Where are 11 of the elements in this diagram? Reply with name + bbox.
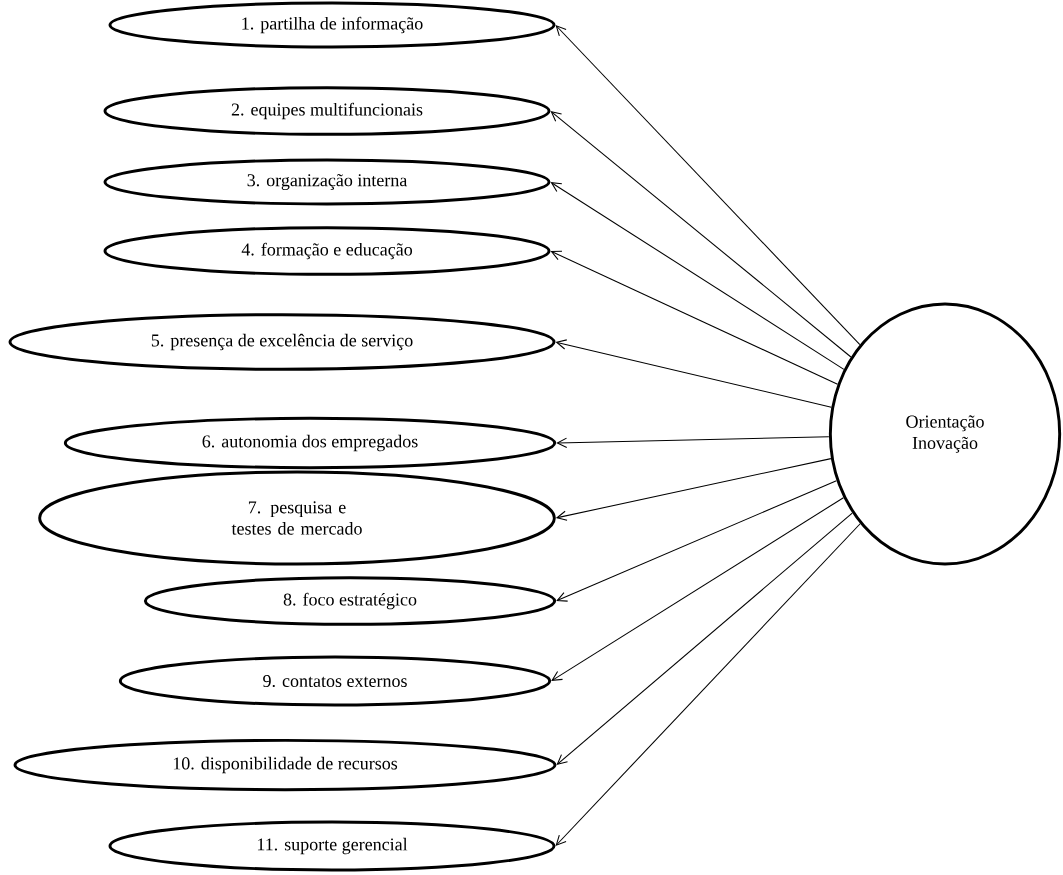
arrow (555, 25, 861, 346)
arrow (556, 480, 837, 602)
arrow (551, 497, 844, 681)
arrow (556, 436, 830, 448)
arrow (555, 339, 832, 408)
arrow (555, 523, 861, 846)
arrow (555, 458, 832, 521)
arrow (550, 182, 845, 370)
arrow (550, 111, 852, 358)
arrow (556, 512, 853, 765)
arrow (550, 250, 839, 385)
